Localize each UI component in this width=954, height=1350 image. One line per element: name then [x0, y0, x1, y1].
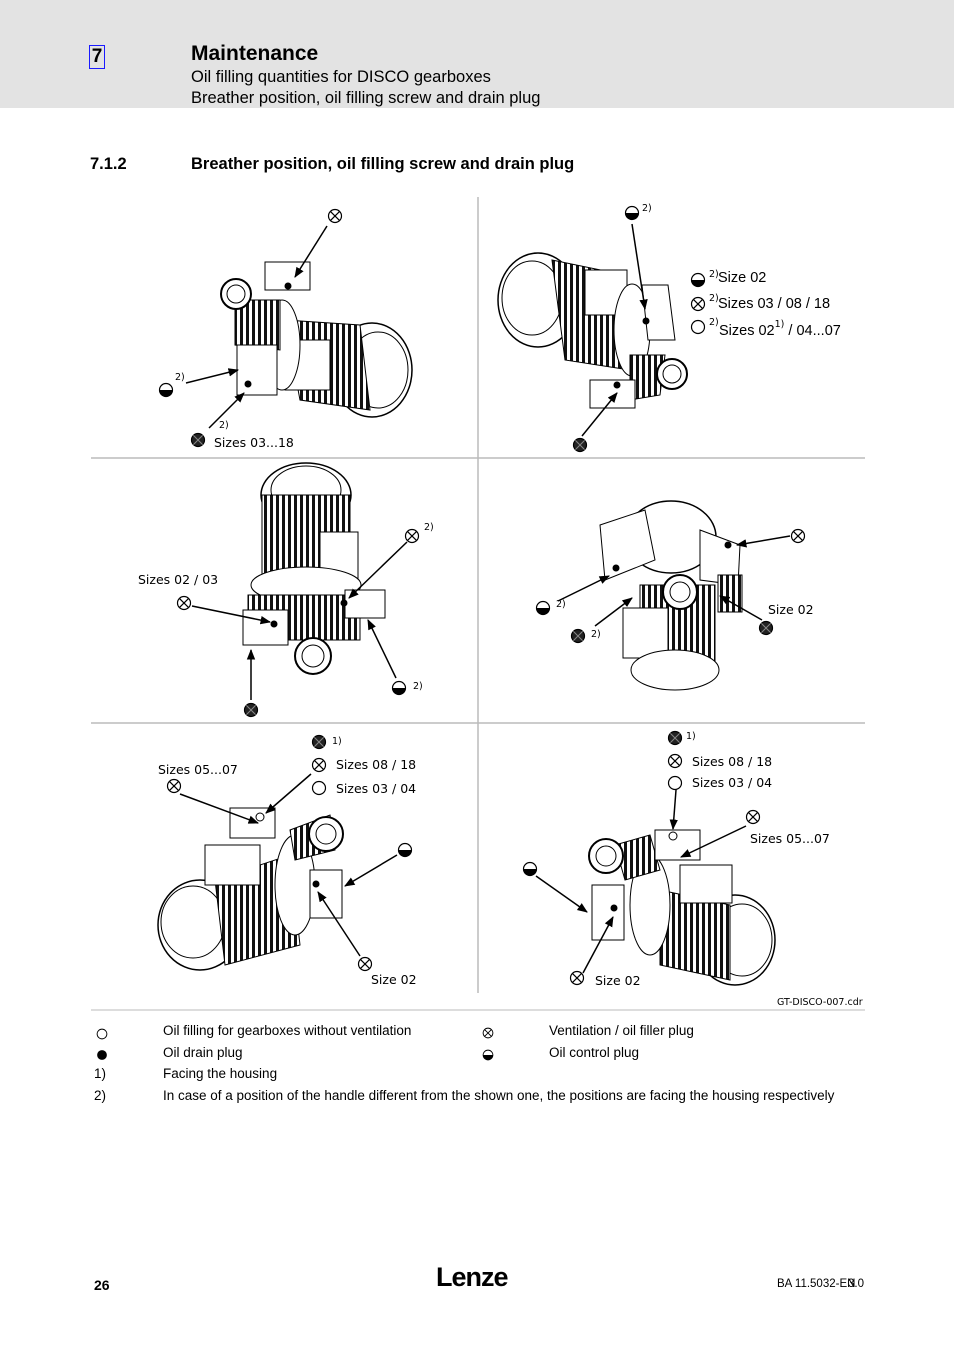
p4-note-a: 2) — [556, 599, 566, 610]
chapter-title: Maintenance — [191, 42, 319, 65]
panel-1-drawing — [158, 208, 413, 448]
panel-5-drawing — [157, 734, 413, 972]
p5-size-02: Size 02 — [371, 972, 417, 987]
legend-ventilation: Ventilation / oil filler plug — [549, 1023, 694, 1038]
panel-2-drawing — [497, 205, 706, 453]
legend-note2-key: 2) — [94, 1088, 107, 1103]
legend-oil-filling: Oil filling for gearboxes without ventil… — [163, 1023, 412, 1038]
legend-note1-text: Facing the housing — [163, 1066, 278, 1081]
section-number: 7.1.2 — [90, 155, 127, 173]
legend-ctrl-icon — [482, 1049, 494, 1061]
lenze-logo: Lenze — [436, 1262, 509, 1292]
p2-row2-text: Sizes 03 / 08 / 18 — [718, 296, 830, 312]
document-version: 3.0 — [848, 1278, 864, 1290]
p3-note-a: 2) — [424, 522, 434, 533]
p3-sizes-label: Sizes 02 / 03 — [138, 572, 218, 587]
figure-file-ref: GT-DISCO-007.cdr — [777, 997, 863, 1008]
p6-size-02: Size 02 — [595, 973, 641, 988]
legend-drain-icon — [97, 1050, 107, 1060]
p6-sizes-0818: Sizes 08 / 18 — [692, 754, 772, 769]
p1-note-b: 2) — [219, 420, 229, 431]
legend-fill-icon — [96, 1028, 108, 1040]
p5-sizes-0304: Sizes 03 / 04 — [336, 781, 416, 796]
p3-note-b: 2) — [413, 681, 423, 692]
section-title: Breather position, oil filling screw and… — [191, 155, 575, 173]
panel-4-drawing — [535, 500, 806, 691]
gearbox-figure: 2) 2) Sizes 03...18 2) 2) Size 02 2) Siz… — [91, 197, 865, 1061]
p2-row2-note: 2) — [709, 293, 719, 304]
p2-row3-note: 2) — [709, 317, 719, 328]
legend-vent-icon — [482, 1027, 494, 1039]
legend-note2-text: In case of a position of the handle diff… — [163, 1088, 835, 1103]
p6-sizes-0507: Sizes 05...07 — [750, 831, 830, 846]
p1-sizes-label: Sizes 03...18 — [214, 435, 294, 450]
p1-note-a: 2) — [175, 372, 185, 383]
p2-row1-note: 2) — [709, 269, 719, 280]
document-id: BA 11.5032-EN — [777, 1278, 856, 1290]
header-subtitle-1: Oil filling quantities for DISCO gearbox… — [191, 68, 491, 86]
p2-row3-text: Sizes 021) / 04...07 — [719, 319, 841, 339]
header-subtitle-2: Breather position, oil filling screw and… — [191, 89, 541, 107]
p5-sizes-0818: Sizes 08 / 18 — [336, 757, 416, 772]
legend-note1-key: 1) — [94, 1066, 107, 1081]
legend-oil-drain: Oil drain plug — [163, 1045, 243, 1060]
p6-note-top: 1) — [686, 731, 696, 742]
panel-3-drawing — [176, 462, 420, 718]
p2-row1-text: Size 02 — [718, 270, 766, 286]
page-header — [0, 0, 954, 108]
p5-sizes-0507: Sizes 05...07 — [158, 762, 238, 777]
page-number: 26 — [94, 1277, 110, 1293]
legend-oil-control: Oil control plug — [549, 1045, 640, 1060]
chapter-number: 7 — [89, 45, 105, 69]
p6-sizes-0304: Sizes 03 / 04 — [692, 775, 772, 790]
p2-note-top: 2) — [642, 203, 652, 214]
p4-size-label: Size 02 — [768, 602, 814, 617]
p5-note-top: 1) — [332, 736, 342, 747]
panel-6-drawing — [522, 730, 776, 986]
p4-note-b: 2) — [591, 629, 601, 640]
